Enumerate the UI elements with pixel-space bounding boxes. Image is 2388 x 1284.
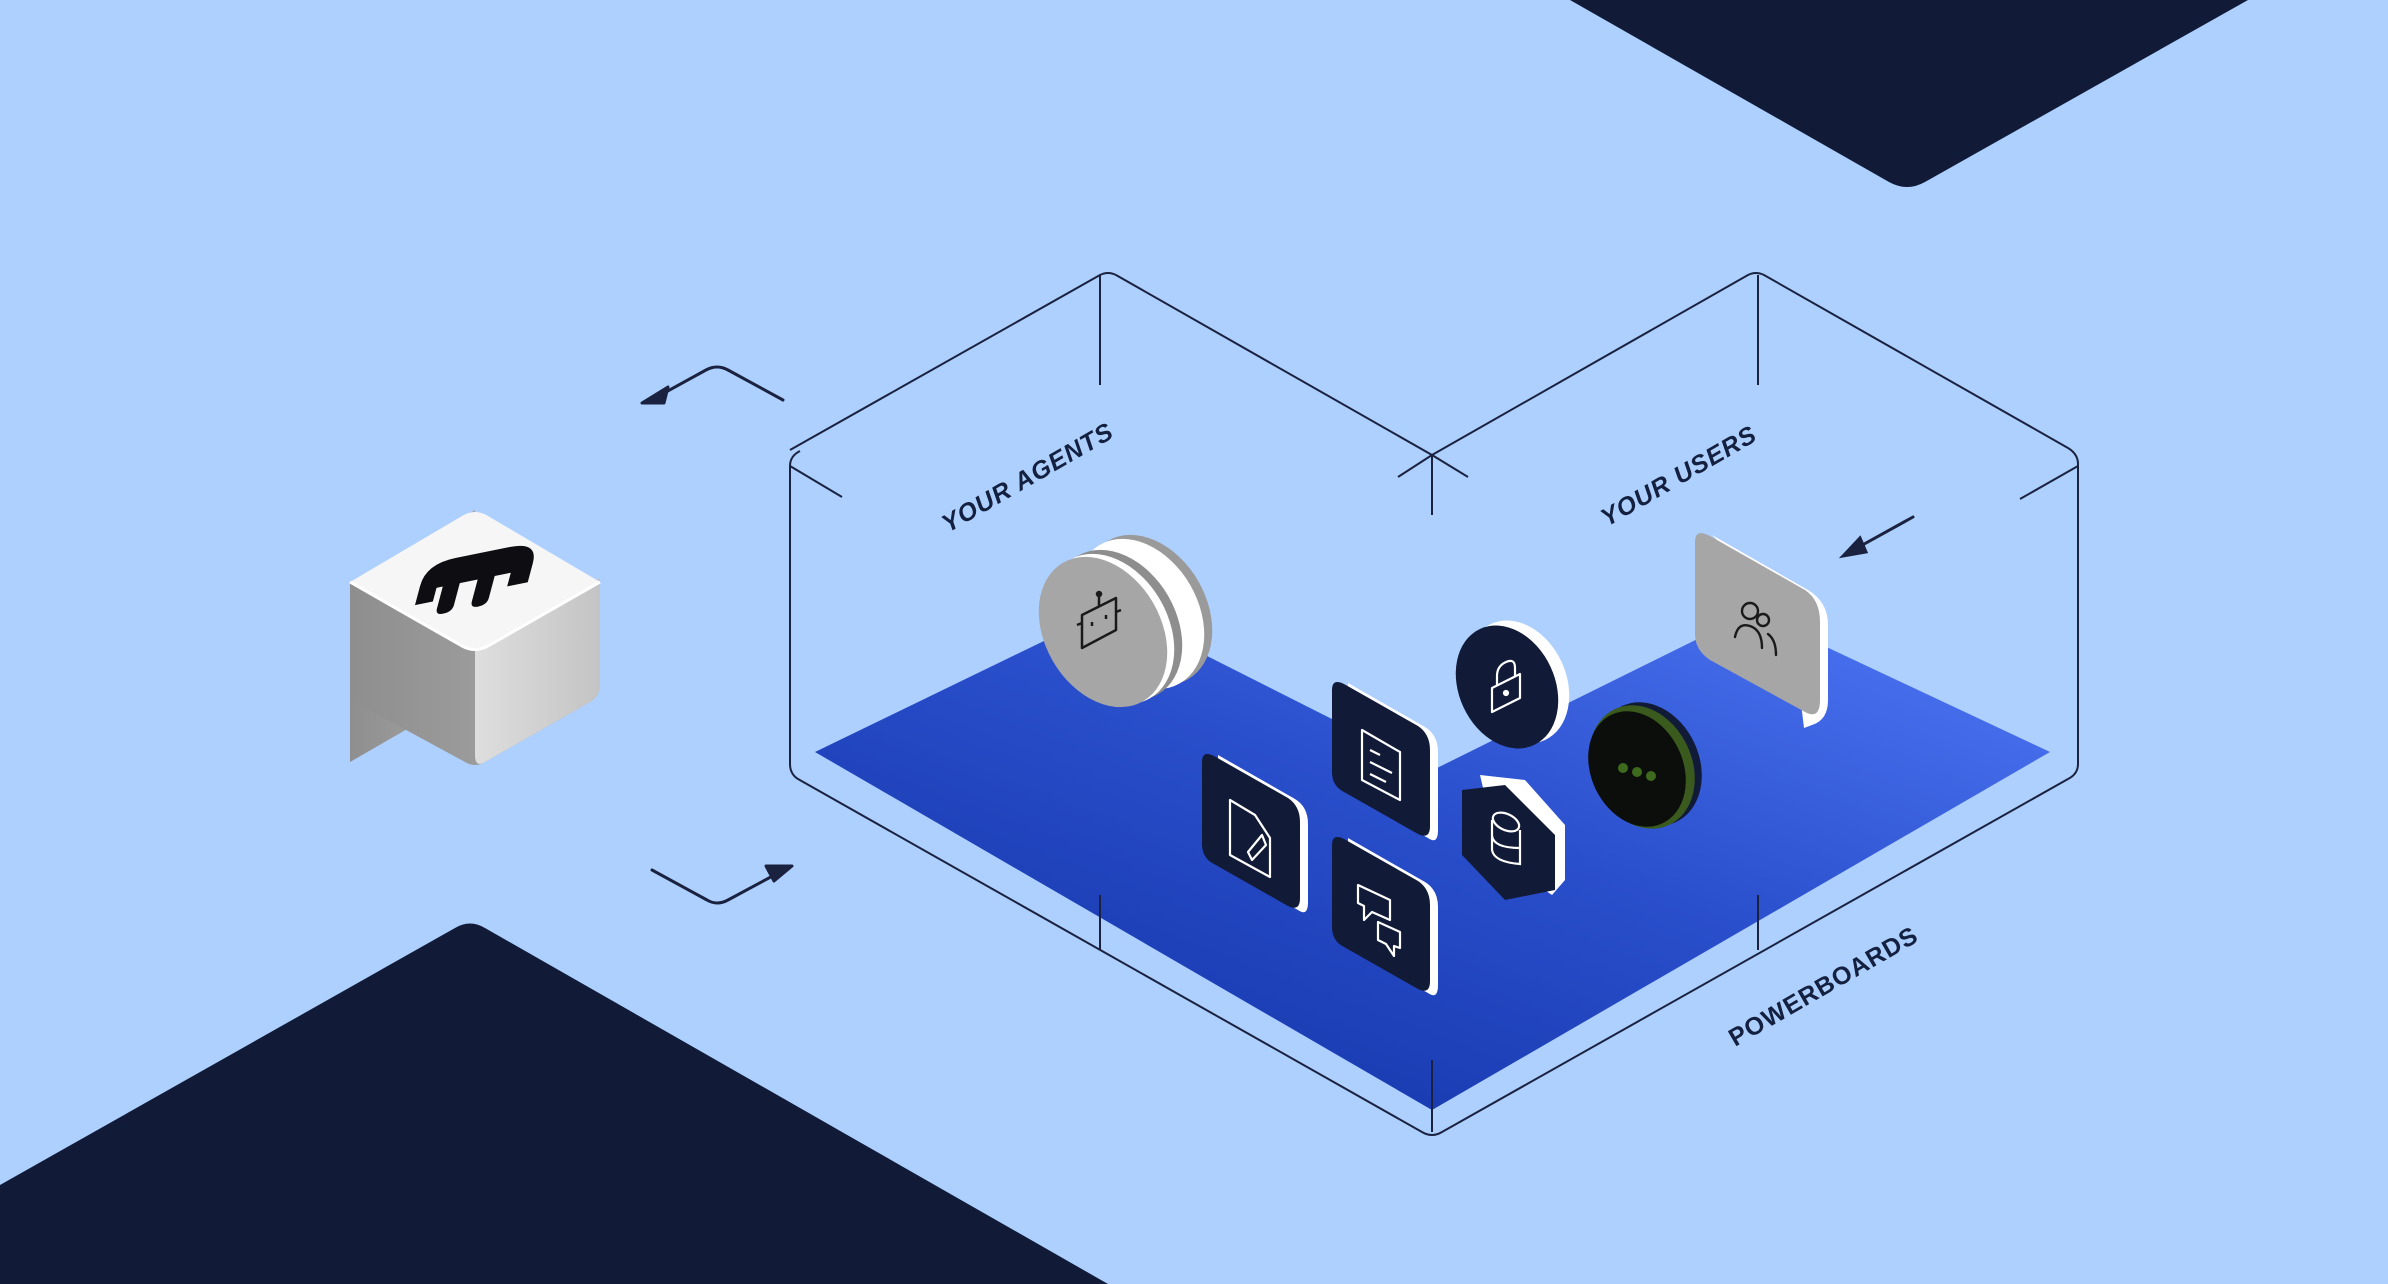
- robot-icon: [1076, 590, 1122, 650]
- powerboards-floor: [815, 608, 2050, 1110]
- decor-navy-top: [1570, 0, 2248, 187]
- file-tile: [1202, 754, 1308, 913]
- document-tile: [1332, 682, 1438, 841]
- messages-tile: [1332, 837, 1438, 996]
- document-chart-icon: [1360, 728, 1402, 802]
- users-icon: [1733, 601, 1778, 657]
- arrow-right-users: [1838, 515, 1915, 559]
- agent-coin: [1038, 534, 1213, 708]
- lock-icon: [1490, 659, 1522, 714]
- users-tile: [1695, 533, 1828, 728]
- logo-cube: [349, 510, 601, 765]
- arrow-top-left: [640, 365, 785, 405]
- database-icon: [1490, 811, 1522, 866]
- messages-icon: [1356, 883, 1402, 958]
- file-edit-icon: [1228, 798, 1272, 879]
- wireframe-box: [789, 272, 2079, 1136]
- label-your-users: YOUR USERS: [1596, 420, 1762, 532]
- lock-coin: [1455, 620, 1570, 749]
- logo-mark-icon: [414, 545, 534, 614]
- label-your-agents: YOUR AGENTS: [937, 417, 1119, 538]
- chat-coin: [1588, 702, 1702, 829]
- arrow-bottom-left: [650, 864, 794, 905]
- database-tile: [1462, 775, 1565, 900]
- label-powerboards: POWERBOARDS: [1724, 921, 1923, 1052]
- chat-dots-icon: [1618, 763, 1656, 781]
- decor-navy-bottom: [0, 923, 1108, 1284]
